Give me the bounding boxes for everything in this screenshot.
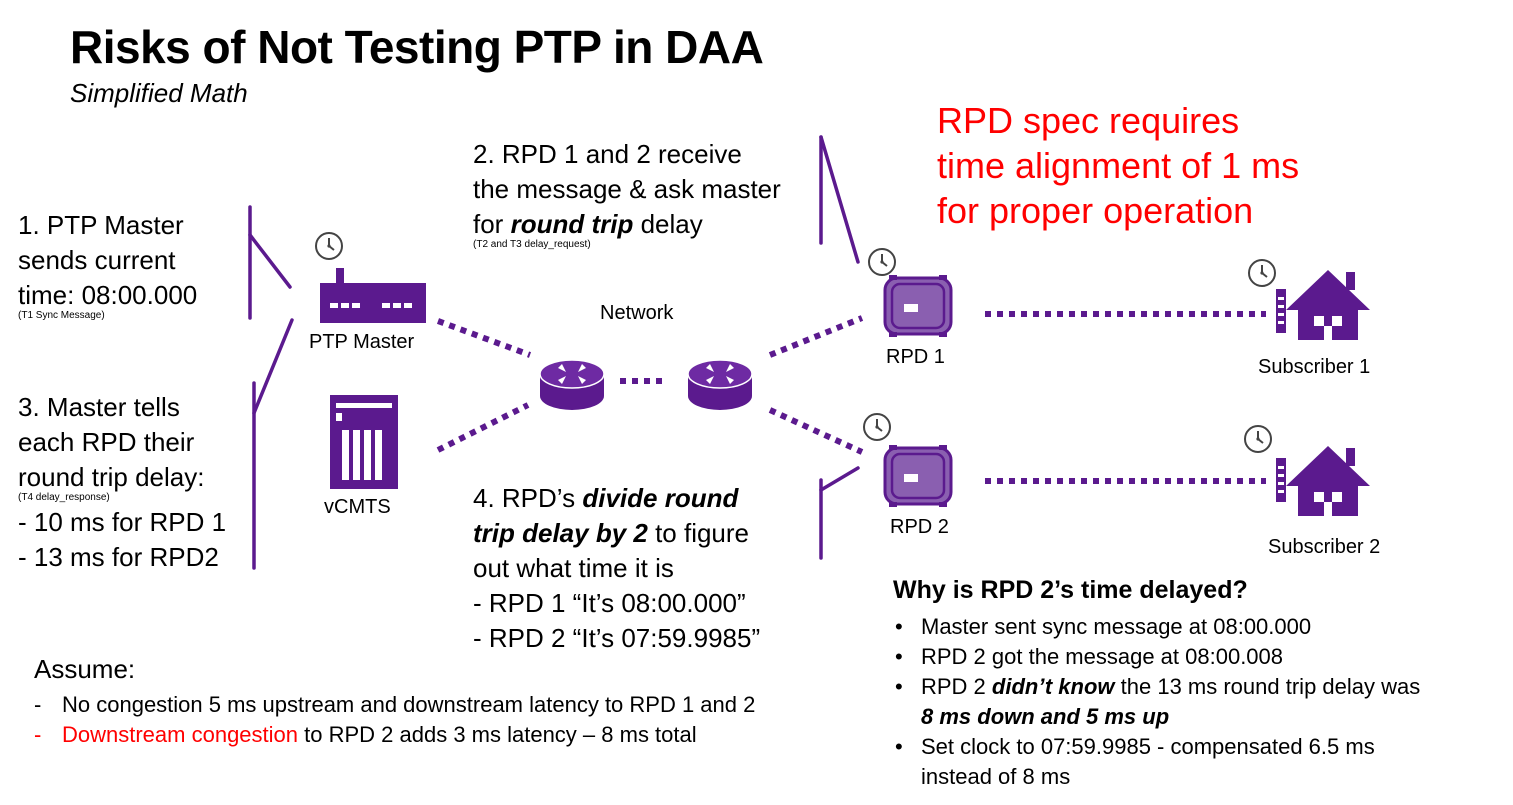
step2-note: (T2 and T3 delay_request) — [473, 239, 591, 250]
ptp-master-label: PTP Master — [309, 331, 415, 353]
page-title: Risks of Not Testing PTP in DAA — [70, 21, 764, 73]
link-router2-rpd2 — [768, 407, 864, 455]
step1-text: 1. PTP Master sends current time: 08:00.… — [18, 210, 198, 321]
link-router2-rpd1 — [768, 315, 864, 358]
network-label: Network — [600, 302, 674, 324]
why-item-1: Master sent sync message at 08:00.000 — [893, 612, 1420, 642]
router-icon — [539, 359, 605, 411]
why-list: Master sent sync message at 08:00.000 RP… — [893, 612, 1420, 792]
router-icon — [687, 359, 753, 411]
rpd-node-icon — [883, 443, 953, 509]
step4-text: 4. RPD’s divide round trip delay by 2 to… — [473, 483, 761, 653]
rpd1-label: RPD 1 — [886, 346, 945, 368]
spec-callout: RPD spec requires time alignment of 1 ms… — [937, 100, 1300, 231]
page-subtitle: Simplified Math — [70, 78, 248, 108]
server-icon — [330, 395, 398, 489]
step1-note: (T1 Sync Message) — [18, 310, 105, 321]
ptp-master-icon — [320, 268, 426, 323]
assume-item-2: -Downstream congestion to RPD 2 adds 3 m… — [34, 722, 697, 747]
clock-icon — [315, 232, 343, 260]
clock-icon — [868, 248, 896, 276]
house-icon — [1286, 270, 1370, 340]
link-master-router1 — [436, 318, 532, 358]
link-vcmts-router1 — [436, 402, 530, 453]
subscriber1-label: Subscriber 1 — [1258, 356, 1371, 378]
why-item-3: RPD 2 didn’t know the 13 ms round trip d… — [893, 672, 1420, 732]
rpd2-label: RPD 2 — [890, 516, 949, 538]
clock-icon — [863, 413, 891, 441]
clock-icon — [1244, 425, 1272, 453]
house-icon — [1286, 446, 1370, 516]
subscriber2-label: Subscriber 2 — [1268, 536, 1381, 558]
why-item-4: Set clock to 07:59.9985 - compensated 6.… — [893, 732, 1420, 792]
modem-icon — [1276, 289, 1286, 333]
assume-title: Assume: — [34, 654, 136, 684]
clock-icon — [1248, 259, 1276, 287]
why-title: Why is RPD 2’s time delayed? — [893, 576, 1248, 604]
assume-item-1: -No congestion 5 ms upstream and downstr… — [34, 692, 756, 717]
vcmts-label: vCMTS — [324, 496, 391, 518]
why-item-2: RPD 2 got the message at 08:00.008 — [893, 642, 1420, 672]
modem-icon — [1276, 458, 1286, 502]
step3-text: 3. Master tells each RPD their round tri… — [18, 392, 227, 572]
step2-text: 2. RPD 1 and 2 receive the message & ask… — [473, 139, 781, 250]
rpd-node-icon — [883, 273, 953, 339]
step3-note: (T4 delay_response) — [18, 492, 110, 503]
